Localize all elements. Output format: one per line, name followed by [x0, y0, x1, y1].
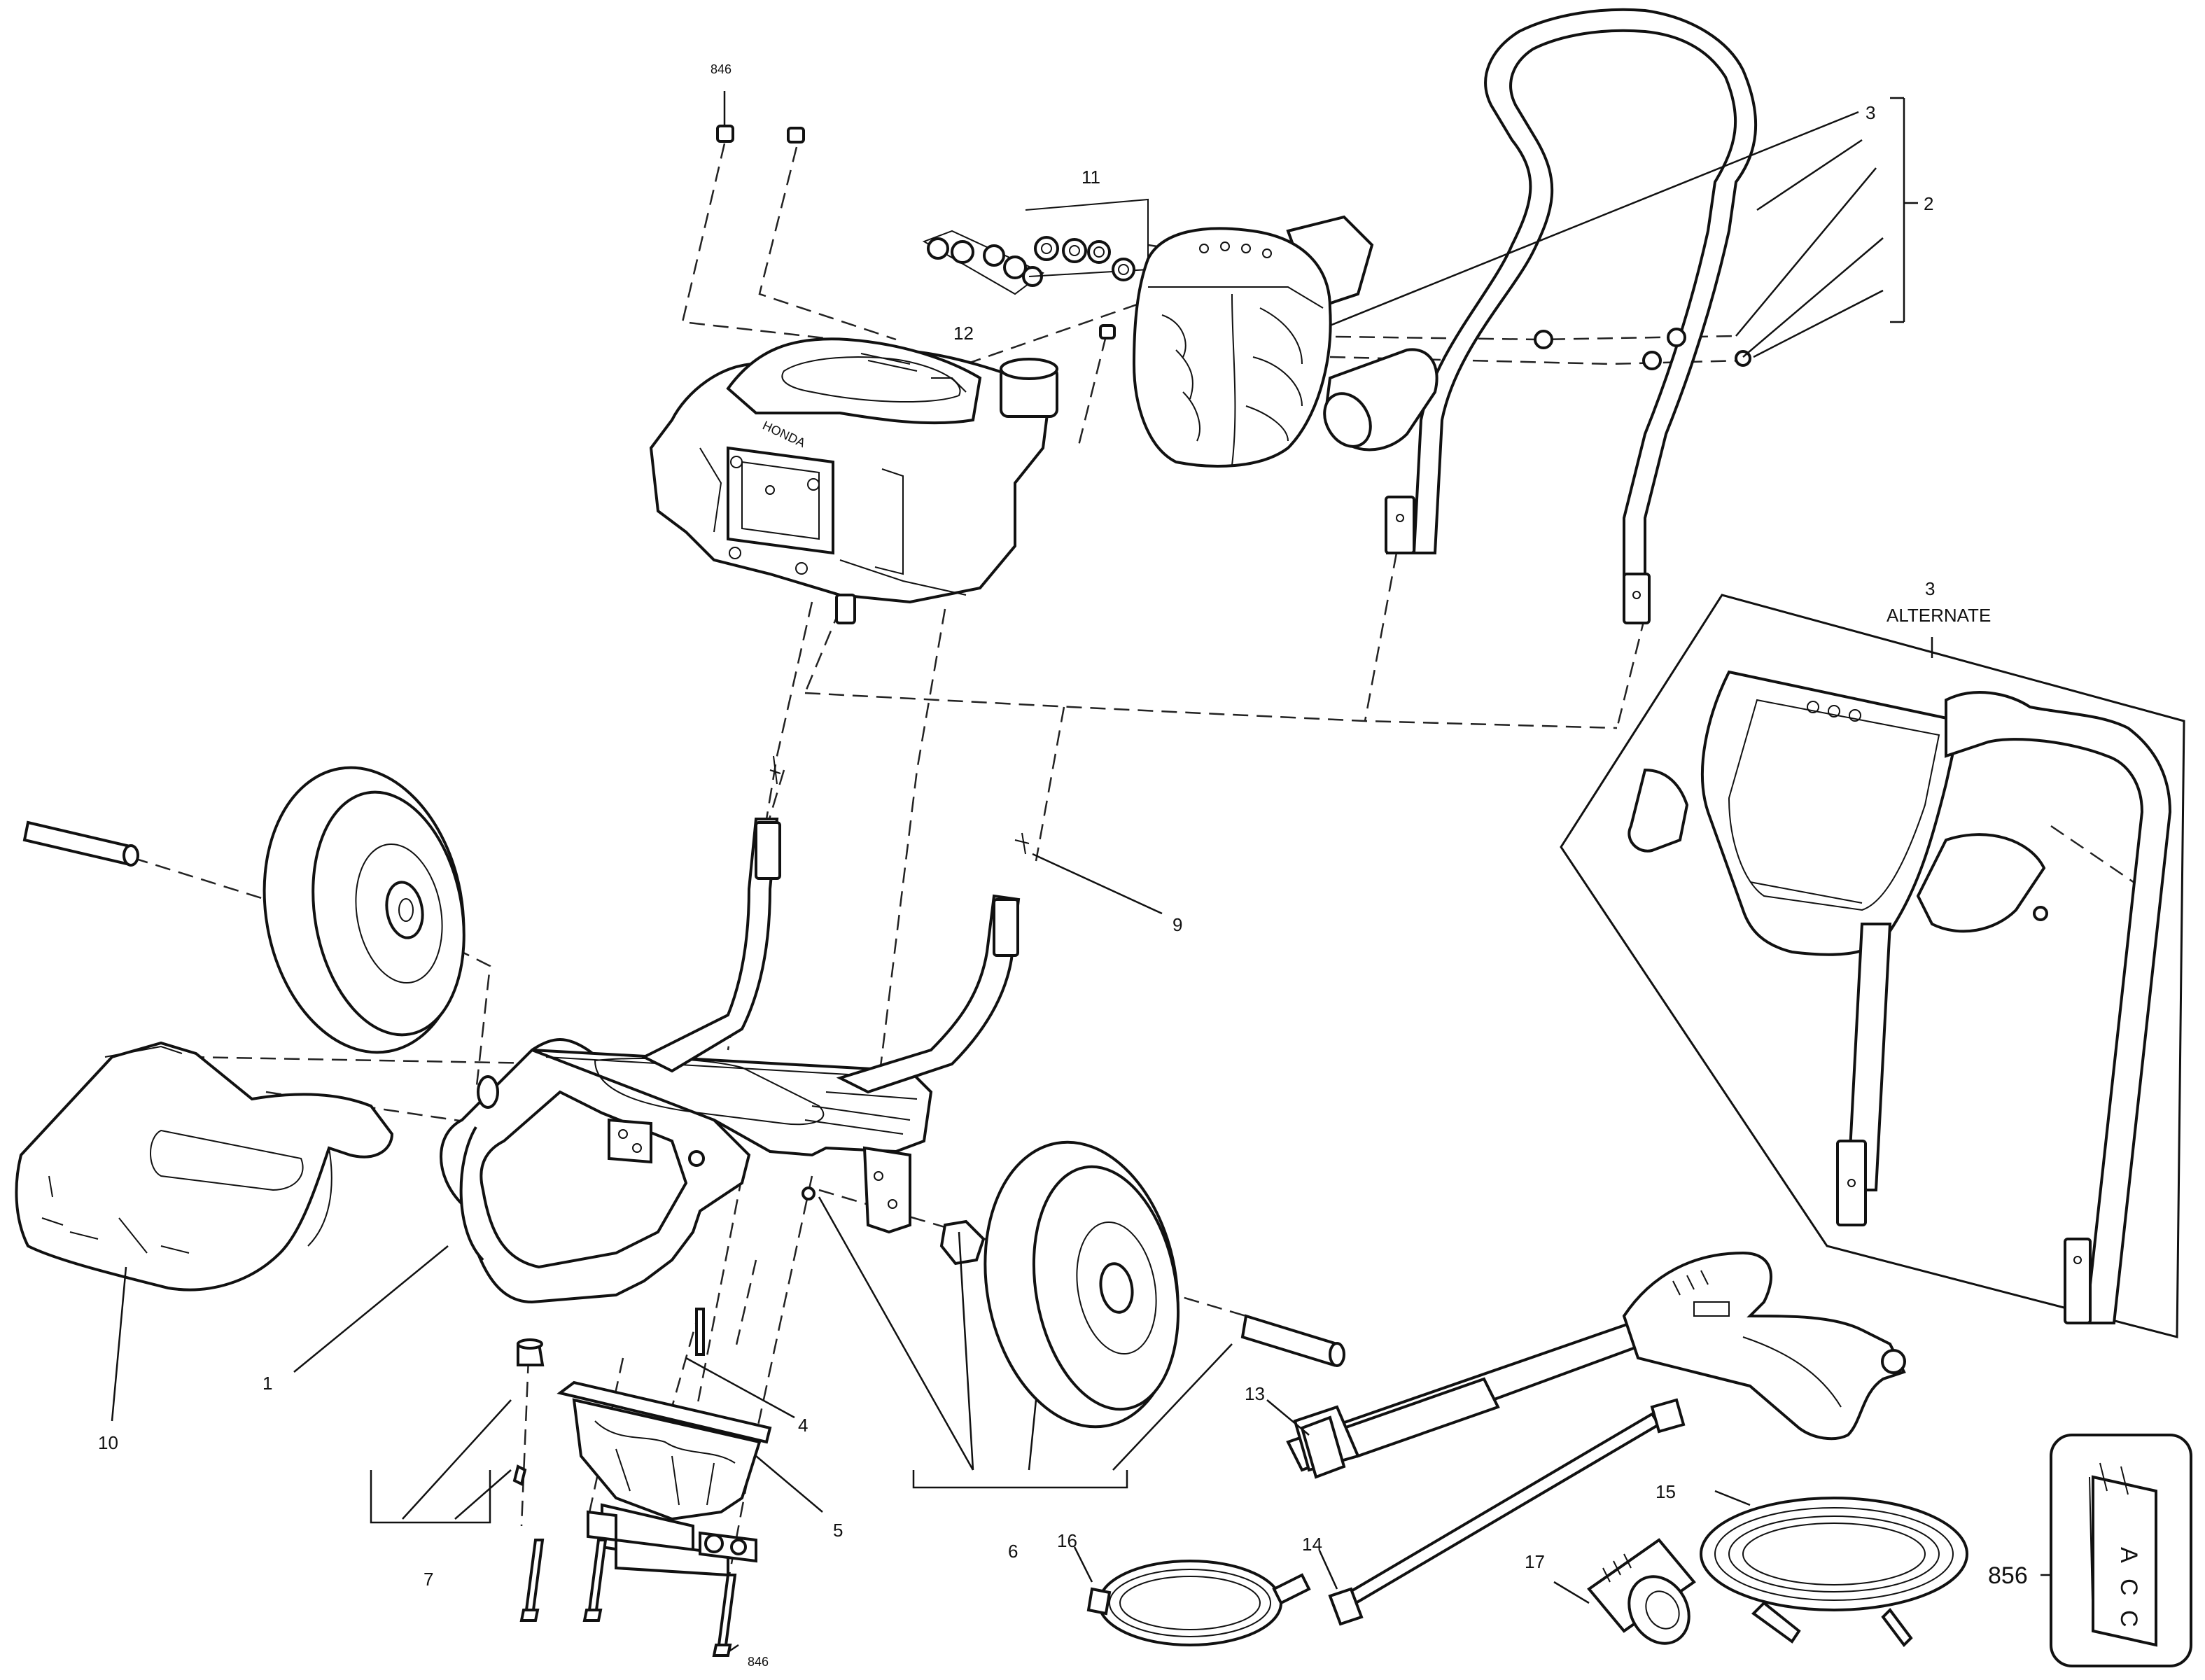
callout-2: 2: [1924, 193, 1933, 214]
callout-3: 3: [1865, 102, 1875, 123]
wand: [1328, 1398, 1686, 1626]
right-axle: [1240, 1314, 1345, 1367]
callout-4: 4: [798, 1415, 808, 1436]
callout-12: 12: [953, 323, 974, 344]
callout-846-bottom: 846: [748, 1655, 769, 1669]
lower-tubes: [640, 818, 1021, 1094]
callout-11: 11: [1082, 167, 1100, 188]
callout-10: 10: [98, 1432, 118, 1453]
callout-6: 6: [1008, 1541, 1018, 1562]
hose-large: [1700, 1497, 1968, 1648]
callout-1: 1: [262, 1373, 272, 1394]
left-wheel: [262, 766, 465, 1054]
right-wheel: [983, 1140, 1180, 1429]
callout-14: 14: [1302, 1534, 1322, 1555]
callout-9: 9: [1172, 914, 1182, 935]
top-fasteners: [716, 125, 1116, 340]
alternate-panel: [1560, 594, 2185, 1338]
spray-gun: [1286, 1251, 1906, 1479]
pump-bolts: [519, 1539, 737, 1657]
pump: [556, 1380, 772, 1577]
engine: HONDA: [649, 337, 1058, 624]
callout-16: 16: [1057, 1530, 1077, 1551]
callout-13: 13: [1245, 1383, 1265, 1404]
leader-lines: [111, 91, 2051, 1653]
callout-3-alternate-number: 3: [1925, 578, 1935, 599]
manual-label-char-2: C: [2115, 1578, 2142, 1596]
callout-846-top: 846: [710, 62, 732, 76]
manual-label-char-3: C: [2115, 1610, 2142, 1628]
callout-labels: 846 11 12 3 2 3 ALTERNATE 9 1 10 4 5 7 6…: [98, 62, 2028, 1669]
manual-box: A C C: [2050, 1434, 2192, 1667]
callout-15: 15: [1656, 1481, 1676, 1502]
upper-handle: [1385, 8, 1758, 624]
callout-5: 5: [833, 1520, 843, 1541]
gun-holder: [1132, 215, 1751, 468]
frame: [440, 1038, 933, 1304]
hose-small: [1086, 1560, 1311, 1646]
o-ring-set: [1025, 198, 1149, 281]
callout-856: 856: [1988, 1562, 2028, 1589]
quick-connect-adapter: [1587, 1538, 1696, 1645]
small-hardware: [477, 755, 1030, 1486]
callout-17: 17: [1525, 1551, 1545, 1572]
callout-7: 7: [424, 1569, 433, 1590]
nozzle-set: [922, 230, 1044, 295]
callout-3-alternate-text: ALTERNATE: [1886, 605, 1991, 626]
engine-guard: [15, 1041, 394, 1292]
left-axle: [22, 820, 139, 867]
manual-label-char-1: A: [2115, 1547, 2142, 1563]
